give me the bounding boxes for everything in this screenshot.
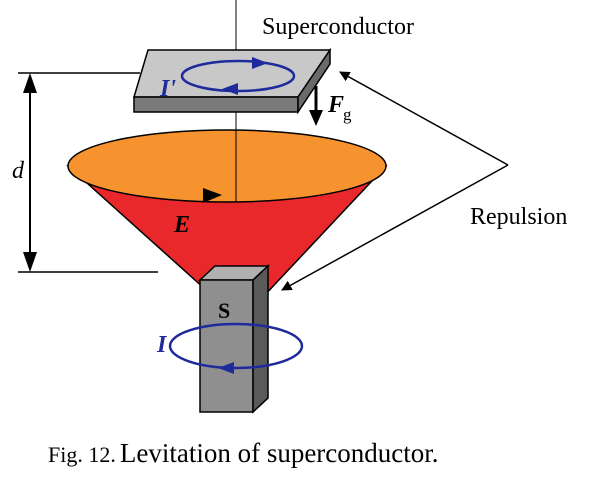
caption-text: Levitation of superconductor. — [119, 438, 439, 468]
cone — [66, 129, 388, 299]
label-d: d — [12, 158, 25, 184]
label-i-prime: I' — [159, 76, 176, 102]
magnet-side — [252, 264, 269, 414]
figure-caption: Fig. 12.Levitation of superconductor. — [48, 438, 439, 469]
slab-front — [133, 96, 299, 113]
superconductor-slab — [132, 47, 332, 115]
label-repulsion: Repulsion — [470, 204, 567, 230]
slab-right — [297, 47, 331, 115]
label-superconductor: Superconductor — [262, 14, 414, 40]
repulsion-arrows — [281, 71, 509, 291]
label-e: E — [173, 212, 190, 238]
label-i: I — [156, 332, 168, 358]
label-fg: F — [327, 92, 344, 118]
field-arrow — [203, 188, 222, 203]
label-s: S — [218, 298, 230, 323]
caption-prefix: Fig. 12. — [48, 442, 116, 467]
current-loop — [168, 322, 304, 370]
dimension-d — [18, 72, 158, 273]
label-fg-subscript: g — [343, 105, 352, 124]
gravity-arrow — [309, 86, 323, 126]
magnet — [168, 264, 304, 414]
cone-top — [67, 129, 387, 203]
